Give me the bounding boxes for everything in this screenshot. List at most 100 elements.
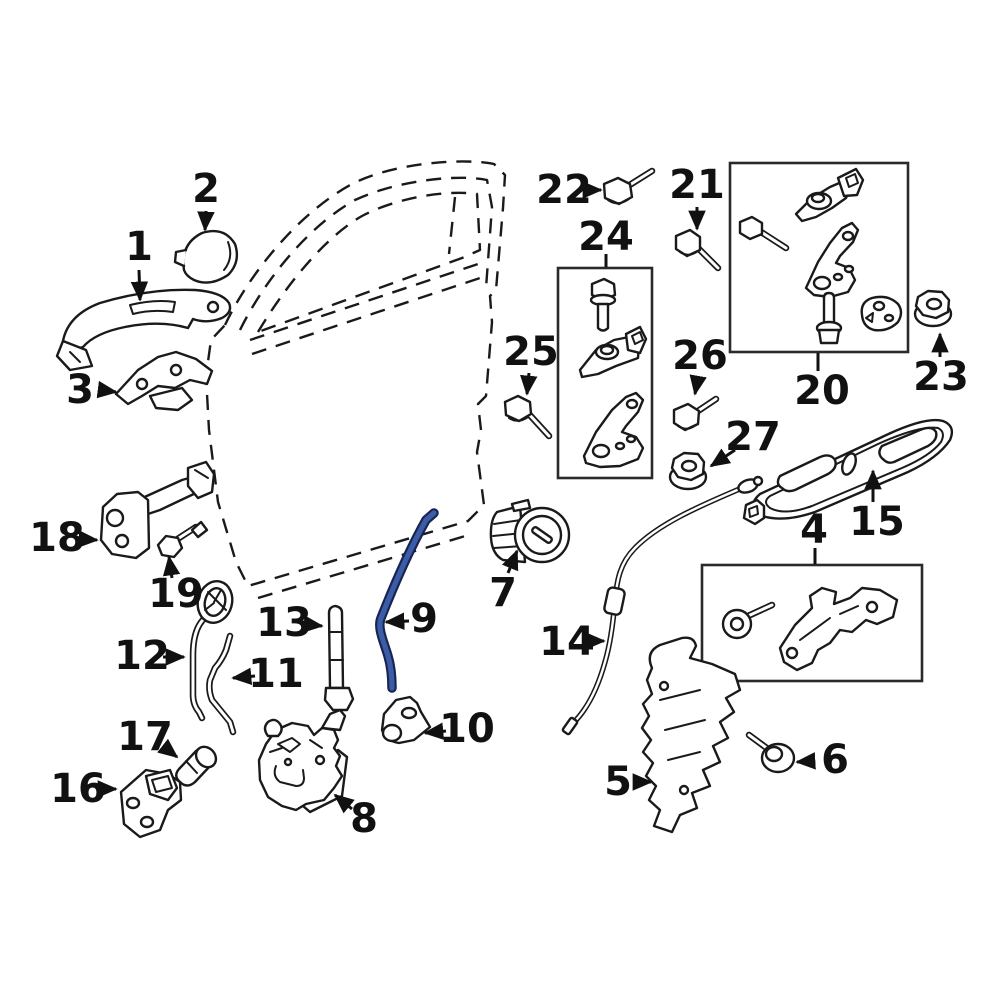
part-10-rod-retainer-clip	[380, 695, 432, 745]
part-number-label: 23	[913, 354, 969, 400]
callout-25-hinge-bolt-lower: 25	[503, 329, 559, 396]
leader-arrow	[302, 615, 324, 633]
callout-14-release-cable: 14	[539, 619, 606, 665]
leader-arrow	[130, 269, 149, 302]
leader-arrow	[96, 380, 118, 399]
part-number-label: 8	[350, 796, 378, 842]
part-19-check-strap-bolt	[156, 520, 209, 559]
callout-17-stop-pin: 17	[117, 714, 179, 760]
part-6-bracket-bolt	[745, 731, 796, 774]
part-number-label: 19	[148, 571, 204, 617]
callout-7-lock-cylinder: 7	[489, 549, 519, 616]
part-number-label: 10	[439, 706, 495, 752]
part-20-upper-hinge-kit-contents	[738, 167, 903, 345]
door-shell-outline	[204, 160, 507, 600]
part-number-label: 24	[578, 214, 634, 260]
callout-21-hinge-bolt-upper: 21	[669, 162, 725, 231]
callout-9-lock-rod: 9	[384, 596, 438, 642]
leader-arrow	[709, 448, 736, 468]
kit-box-24	[556, 266, 654, 480]
kit-box-4	[700, 563, 924, 683]
leader-arrow	[162, 555, 181, 579]
part-21-hinge-bolt-upper	[674, 228, 722, 272]
part-18-door-check-strap	[99, 460, 216, 560]
callout-19-check-strap-bolt: 19	[148, 555, 204, 617]
part-23-hinge-nut	[913, 289, 953, 328]
callout-10-rod-retainer-clip: 10	[423, 706, 495, 752]
leader-arrow	[501, 549, 519, 574]
part-number-label: 11	[248, 651, 304, 697]
part-number-label: 7	[489, 570, 517, 616]
part-12-lock-rod-front	[189, 580, 234, 722]
callout-4-handle-reinforcement-kit: 4	[800, 507, 828, 564]
part-3-handle-mount-bracket	[114, 350, 214, 412]
part-number-label: 2	[192, 166, 220, 212]
callout-22-frame-bolt: 22	[536, 167, 603, 213]
part-number-label: 13	[256, 600, 312, 646]
callout-24-lower-hinge-kit: 24	[578, 214, 634, 267]
part-9-lock-rod-highlighted	[375, 508, 439, 693]
leader-arrow	[689, 374, 707, 396]
part-13-lock-knob-rod	[323, 604, 355, 712]
part-8-door-latch	[257, 708, 349, 814]
part-number-label: 6	[821, 737, 849, 783]
leader-arrow	[423, 722, 447, 740]
part-number-label: 5	[604, 759, 632, 805]
part-number-label: 12	[114, 633, 170, 679]
part-number-label: 15	[849, 499, 905, 545]
part-number-label: 26	[672, 333, 728, 379]
callout-18-door-check-strap: 18	[29, 515, 99, 561]
callout-20-upper-hinge-kit: 20	[794, 353, 850, 414]
callout-13-lock-knob-rod: 13	[256, 600, 324, 646]
part-25-hinge-bolt-lower	[503, 394, 553, 440]
part-7-lock-cylinder	[489, 498, 571, 564]
leader-arrow	[333, 793, 355, 814]
part-5-latch-bracket	[640, 636, 742, 834]
part-number-label: 18	[29, 515, 85, 561]
part-16-striker-plate	[119, 768, 183, 839]
part-number-label: 3	[66, 367, 94, 413]
part-number-label: 20	[794, 368, 850, 414]
part-1-exterior-door-handle	[55, 288, 232, 372]
part-24-lower-hinge-kit-contents	[578, 277, 648, 469]
leader-arrow	[795, 752, 816, 770]
part-17-stop-pin	[175, 745, 218, 787]
callout-8-door-latch: 8	[333, 793, 378, 842]
kit-group-boxes	[556, 161, 924, 683]
callout-26-hinge-bolt-mid: 26	[672, 333, 728, 396]
part-number-label: 25	[503, 329, 559, 375]
part-11-latch-rod	[206, 632, 237, 736]
leader-arrow	[78, 530, 99, 548]
callout-3-handle-mount-bracket: 3	[66, 367, 118, 413]
part-15-interior-handle-bezel	[742, 418, 954, 526]
part-number-label: 14	[539, 619, 595, 665]
callout-1-exterior-door-handle: 1	[125, 224, 153, 302]
callout-23-hinge-nut: 23	[913, 332, 969, 400]
callout-11-latch-rod: 11	[231, 651, 304, 697]
part-26-hinge-bolt-mid	[672, 395, 720, 432]
leader-arrow	[384, 612, 410, 630]
part-number-label: 16	[50, 766, 106, 812]
part-number-label: 1	[125, 224, 153, 270]
callout-16-striker-plate: 16	[50, 766, 118, 812]
callout-2-exterior-handle-cap: 2	[192, 166, 220, 232]
part-number-label: 22	[536, 167, 592, 213]
callout-27-hinge-flange-nut: 27	[709, 414, 781, 468]
leader-arrow	[157, 738, 179, 759]
part-2-exterior-handle-cap	[173, 229, 239, 284]
callout-6-bracket-bolt: 6	[795, 737, 849, 783]
part-14-release-cable	[561, 475, 764, 736]
part-number-label: 21	[669, 162, 725, 208]
part-27-hinge-flange-nut	[668, 451, 708, 491]
part-22-frame-bolt	[602, 167, 656, 206]
part-number-label: 4	[800, 507, 828, 553]
part-number-label: 9	[410, 596, 438, 642]
leader-arrow	[520, 372, 538, 396]
kit-box-20	[728, 161, 910, 354]
callout-12-lock-rod-front: 12	[114, 633, 186, 679]
leader-arrow	[231, 667, 256, 686]
leader-arrow	[197, 210, 215, 232]
